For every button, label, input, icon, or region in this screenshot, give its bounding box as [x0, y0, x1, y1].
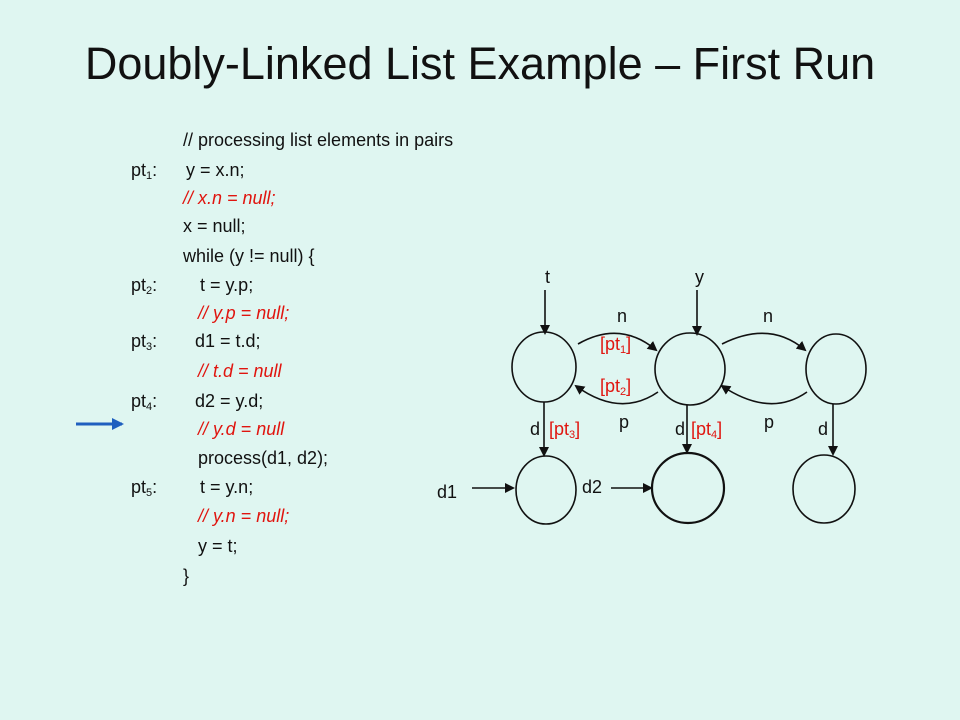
label-edge-n-2: n [763, 306, 774, 326]
node-bottom-2 [650, 451, 726, 525]
code-label-pt2: pt2: [131, 275, 158, 297]
slide-title: Doubly-Linked List Example – First Run [84, 38, 876, 89]
label-var-t: t [545, 267, 551, 287]
code-line-14: y = t; [198, 536, 238, 556]
edge-n-2 [721, 332, 807, 352]
code-line-6: // y.p = null; [198, 303, 290, 323]
code-line-11: process(d1, d2); [198, 448, 329, 468]
node-bottom-3 [792, 454, 856, 524]
code-line-13: // y.n = null; [198, 506, 290, 526]
code-line-4: while (y != null) { [183, 246, 315, 266]
label-var-d2: d2 [582, 477, 603, 497]
code-comment-header: // processing list elements in pairs [183, 130, 454, 150]
label-edge-d-2: d [675, 419, 686, 439]
edge-p-2 [720, 384, 808, 405]
code-label-pt1: pt1: [131, 160, 158, 182]
label-edge-d-3: d [818, 419, 829, 439]
label-edge-p-1: p [619, 412, 630, 432]
node-top-3 [805, 333, 867, 405]
code-label-pt5: pt5: [131, 477, 158, 499]
code-line-8: // t.d = null [198, 361, 282, 381]
node-top-1 [511, 331, 577, 403]
annotation-pt3: [pt3] [549, 419, 581, 441]
code-line-1: y = x.n; [186, 160, 245, 180]
code-line-5: t = y.p; [200, 275, 254, 295]
code-line-2: // x.n = null; [183, 188, 276, 208]
code-line-3: x = null; [183, 216, 246, 236]
annotation-pt2: [pt2] [600, 376, 632, 398]
label-edge-n-1: n [617, 306, 628, 326]
code-label-pt4: pt4: [131, 391, 158, 413]
code-line-10: // y.d = null [198, 419, 285, 439]
edge-n-1 [577, 332, 658, 352]
node-top-2 [654, 332, 726, 406]
code-line-7: d1 = t.d; [195, 331, 261, 351]
code-line-9: d2 = y.d; [195, 391, 264, 411]
code-line-12: t = y.n; [200, 477, 254, 497]
annotation-pt1: [pt1] [600, 334, 632, 356]
label-edge-p-2: p [764, 412, 775, 432]
annotation-pt4: [pt4] [691, 419, 723, 441]
label-edge-d-1: d [530, 419, 541, 439]
code-line-15: } [183, 566, 190, 586]
label-var-d1: d1 [437, 482, 458, 502]
edge-p-1 [574, 384, 659, 405]
node-bottom-1 [515, 455, 577, 525]
code-label-pt3: pt3: [131, 331, 158, 353]
label-var-y: y [695, 267, 704, 287]
